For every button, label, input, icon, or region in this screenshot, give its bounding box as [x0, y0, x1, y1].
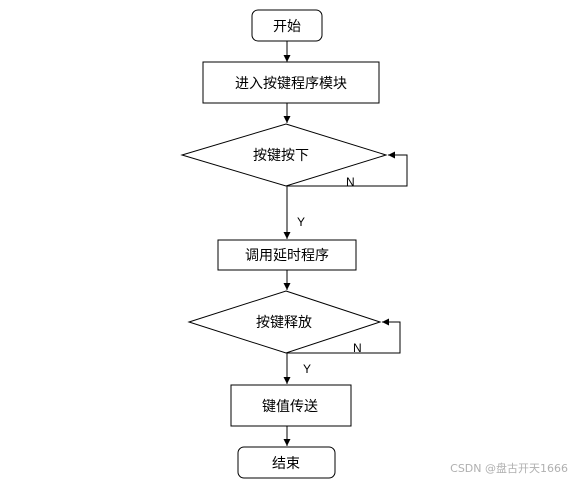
key-released-decision: 按键释放	[187, 290, 382, 354]
end-node-label: 结束	[272, 456, 300, 472]
enter-module-label: 进入按键程序模块	[235, 76, 347, 92]
enter-module-process: 进入按键程序模块	[202, 61, 380, 104]
key-pressed-yes-label: Y	[297, 215, 305, 229]
transmit-value-label: 键值传送	[262, 399, 318, 415]
key-pressed-decision: 按键按下	[180, 123, 388, 187]
end-node: 结束	[237, 446, 336, 479]
call-delay-label: 调用延时程序	[245, 248, 329, 264]
key-pressed-label: 按键按下	[253, 148, 309, 164]
key-released-yes-label: Y	[303, 362, 311, 376]
key-released-no-label: N	[353, 341, 362, 355]
start-node: 开始	[251, 9, 323, 42]
start-node-label: 开始	[273, 19, 301, 35]
loop-key-released-no	[287, 318, 401, 354]
key-pressed-no-label: N	[346, 175, 355, 189]
transmit-value-process: 键值传送	[230, 384, 352, 427]
loop-key-pressed-no	[287, 151, 408, 187]
key-released-label: 按键释放	[256, 315, 312, 331]
call-delay-process: 调用延时程序	[217, 239, 357, 271]
csdn-watermark: CSDN @盘古开天1666	[450, 461, 568, 475]
